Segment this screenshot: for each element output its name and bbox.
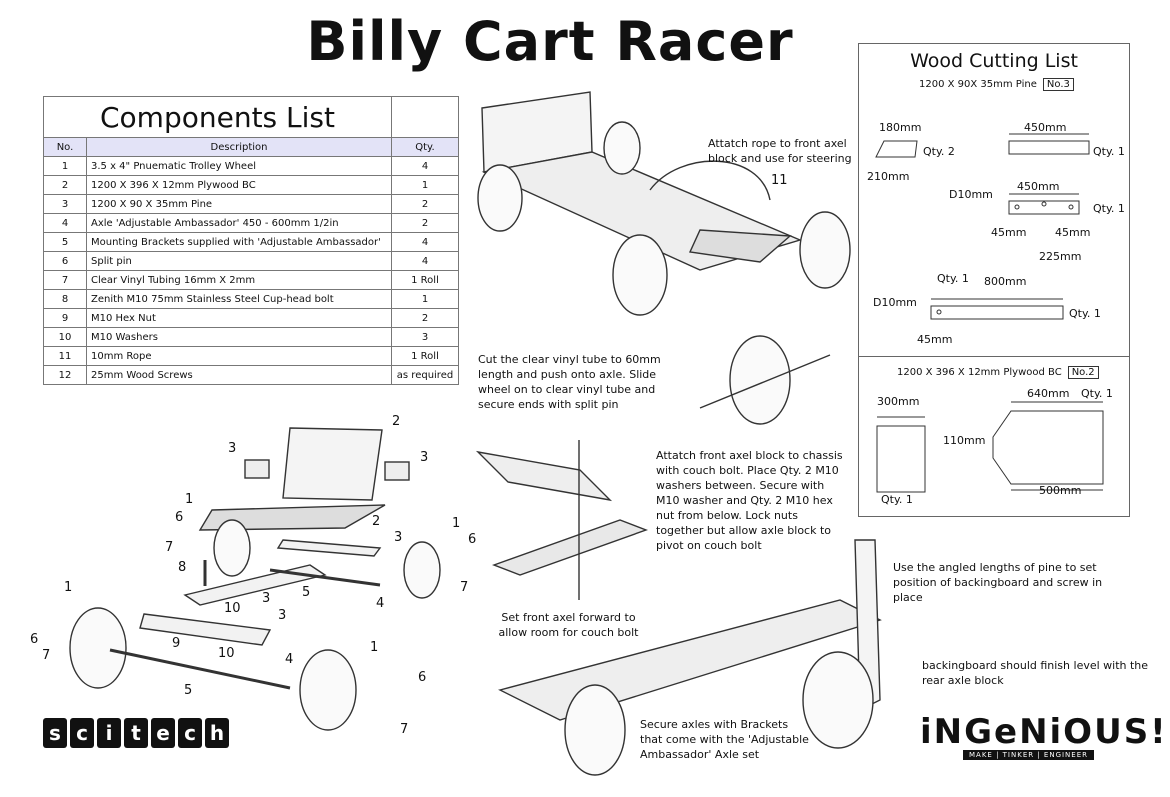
part-number: 4: [285, 652, 294, 667]
wood-pieces-drawing: [875, 133, 1104, 493]
part-number: 5: [302, 585, 311, 600]
part-number: 3: [228, 441, 237, 456]
part-number: 3: [278, 608, 287, 623]
part-number: 8: [178, 560, 187, 575]
cell-qty: 1: [391, 175, 459, 195]
qty-label: Qty. 2: [923, 145, 955, 158]
dim-label: 45mm: [1055, 226, 1091, 239]
note-backingboard-level: backingboard should finish level with th…: [922, 659, 1149, 687]
note-brackets: Secure axles with Brackets that come wit…: [640, 718, 809, 761]
note-front-block: Attatch front axel block to chassis with…: [656, 449, 843, 552]
part-number: 4: [376, 596, 385, 611]
dim-label: 500mm: [1039, 484, 1082, 497]
part-number: 3: [262, 591, 271, 606]
part-number: 3: [420, 450, 429, 465]
wood-title: Wood Cutting List: [910, 50, 1078, 72]
part-number: 11: [771, 173, 788, 188]
part-number: 3: [394, 530, 403, 545]
page-title: Billy Cart Racer: [306, 10, 794, 73]
dim-label: 450mm: [1017, 180, 1060, 193]
note-angled-pine: Use the angled lengths of pine to set po…: [893, 561, 1103, 604]
dim-label: 450mm: [1024, 121, 1067, 134]
part-number: 6: [418, 670, 427, 685]
ingenious-logo: iNGeNiOUS!: [920, 712, 1168, 752]
pine-no-badge: No.3: [1042, 78, 1074, 91]
part-number: 1: [452, 516, 461, 531]
qty-label: Qty. 1: [1093, 202, 1125, 215]
qty-label: Qty. 1: [1069, 307, 1101, 320]
part-number: 6: [30, 632, 39, 647]
part-number: 9: [172, 636, 181, 651]
part-number: 1: [185, 492, 194, 507]
ingenious-tagline: MAKE | TINKER | ENGINEER: [963, 750, 1095, 760]
part-number: 2: [392, 414, 401, 429]
part-number: 7: [460, 580, 469, 595]
note-vinyl: Cut the clear vinyl tube to 60mm length …: [478, 353, 661, 411]
dim-label: 45mm: [917, 333, 953, 346]
part-number: 2: [372, 514, 381, 529]
dim-label: 800mm: [984, 275, 1027, 288]
part-number: 6: [175, 510, 184, 525]
dim-label: 210mm: [867, 170, 910, 183]
part-number: 1: [370, 640, 379, 655]
part-number: 1: [64, 580, 73, 595]
part-number: 5: [184, 683, 193, 698]
qty-label: Qty. 1: [1093, 145, 1125, 158]
part-number: 10: [224, 601, 241, 616]
cell-qty: as required: [391, 365, 459, 385]
col-qty: Qty.: [391, 137, 459, 157]
col-no: No.: [43, 137, 87, 157]
note-rope: Attatch rope to front axel block and use…: [708, 137, 852, 165]
part-number: 7: [42, 648, 51, 663]
col-description: Description: [86, 137, 392, 157]
dim-label: 640mm: [1027, 387, 1070, 400]
part-number: 10: [218, 646, 235, 661]
ply-no-badge: No.2: [1067, 366, 1099, 379]
part-number: 7: [165, 540, 174, 555]
part-number: 6: [468, 532, 477, 547]
scitech-logo: s c i t e c h: [43, 718, 229, 748]
cell-qty: 3: [391, 327, 459, 347]
dim-label: 225mm: [1039, 250, 1082, 263]
components-title: Components List: [43, 96, 392, 138]
dim-label: D10mm: [873, 296, 917, 309]
note-axel-forward: Set front axel forward to allow room for…: [498, 611, 639, 639]
divider: [859, 356, 1129, 357]
dim-label: 45mm: [991, 226, 1027, 239]
dim-label: 110mm: [943, 434, 986, 447]
dim-label: 300mm: [877, 395, 920, 408]
dim-label: D10mm: [949, 188, 993, 201]
part-number: 7: [400, 722, 409, 737]
dim-label: 180mm: [879, 121, 922, 134]
qty-label: Qty. 1: [881, 493, 913, 506]
qty-label: Qty. 1: [937, 272, 969, 285]
qty-label: Qty. 1: [1081, 387, 1113, 400]
